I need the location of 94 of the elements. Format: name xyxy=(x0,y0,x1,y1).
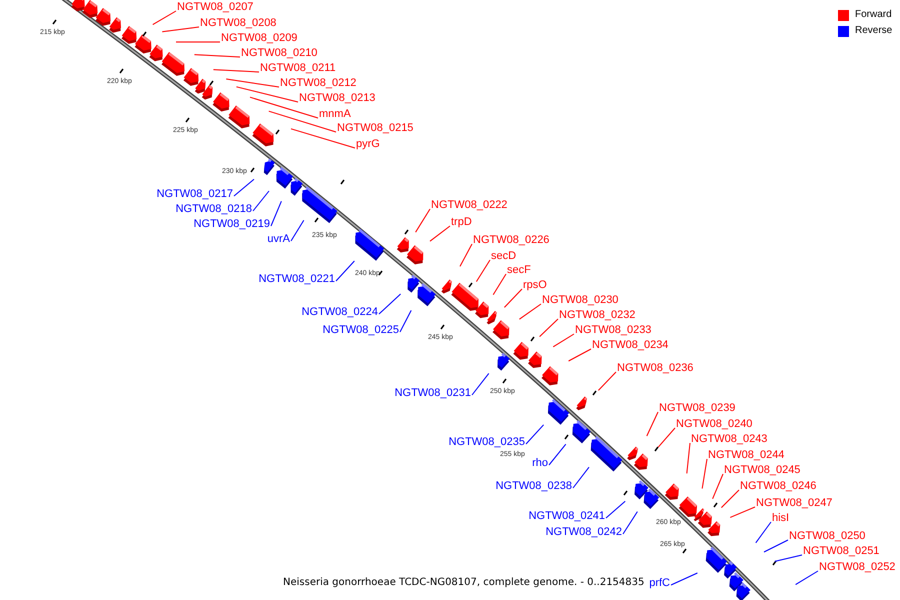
legend-label: Forward xyxy=(855,8,892,22)
leader-line xyxy=(270,200,282,226)
gene-label: NGTW08_0209 xyxy=(221,31,298,45)
leader-line xyxy=(795,570,818,586)
gene-label: NGTW08_0210 xyxy=(241,46,318,60)
leader-line xyxy=(212,69,260,72)
leader-line xyxy=(378,294,402,314)
leader-line xyxy=(336,260,355,282)
leader-line xyxy=(646,412,658,436)
leader-line xyxy=(598,372,616,391)
leader-line xyxy=(548,444,566,466)
leader-line xyxy=(290,128,356,148)
leader-line xyxy=(730,506,756,518)
leader-line xyxy=(526,424,544,444)
gene-label: NGTW08_0217 xyxy=(156,187,233,201)
leader-line xyxy=(572,466,590,488)
gene-label: mnmA xyxy=(319,107,351,121)
gene-label: NGTW08_0239 xyxy=(659,401,736,415)
gene-label: NGTW08_0245 xyxy=(724,463,800,477)
leader-line xyxy=(720,490,740,508)
leader-line xyxy=(460,244,472,267)
gene-label: NGTW08_0238 xyxy=(496,479,572,493)
gene-label: NGTW08_0242 xyxy=(546,525,622,539)
leader-line xyxy=(162,26,200,32)
gene-label: prfC xyxy=(649,576,670,590)
leader-line xyxy=(755,522,772,544)
gene-label: NGTW08_0235 xyxy=(448,435,525,449)
leader-line xyxy=(622,511,638,534)
leader-line xyxy=(504,288,522,308)
gene-label: rpsO xyxy=(523,278,547,292)
gene-label: NGTW08_0250 xyxy=(789,529,866,543)
gene-label: NGTW08_0207 xyxy=(177,0,254,14)
gene-label: NGTW08_0232 xyxy=(559,308,636,322)
leader-line xyxy=(236,86,298,102)
leader-line xyxy=(152,10,176,26)
gene-label: NGTW08_0208 xyxy=(200,16,276,30)
leader-line xyxy=(492,274,506,296)
leader-line xyxy=(226,78,280,88)
gene-label: NGTW08_0226 xyxy=(473,233,550,247)
leader-line xyxy=(764,540,788,552)
leader-line xyxy=(670,572,698,586)
gene-label: secF xyxy=(507,263,531,277)
gene-label: NGTW08_0240 xyxy=(676,417,752,431)
leader-line xyxy=(774,554,802,562)
gene-label: NGTW08_0234 xyxy=(592,338,668,352)
gene-label: trpD xyxy=(451,215,472,229)
gene-label: NGTW08_0241 xyxy=(528,509,605,523)
gene-label: NGTW08_0211 xyxy=(260,61,336,75)
leader-line xyxy=(606,500,626,518)
leader-line xyxy=(476,260,490,282)
gene-label: NGTW08_0233 xyxy=(575,323,652,337)
leader-line xyxy=(194,54,240,58)
leader-line xyxy=(472,372,490,396)
gene-label: NGTW08_0213 xyxy=(299,91,376,105)
gene-label: NGTW08_0221 xyxy=(258,272,335,286)
gene-label: NGTW08_0215 xyxy=(337,121,414,135)
gene-label: NGTW08_0218 xyxy=(176,202,252,216)
leader-line xyxy=(552,334,574,348)
gene-label: NGTW08_0251 xyxy=(803,544,880,558)
gene-label: rho xyxy=(532,456,548,470)
gene-label: NGTW08_0230 xyxy=(542,293,618,307)
leader-line xyxy=(712,474,724,500)
caption: Neisseria gonorrhoeae TCDC-NG08107, complete genome. - 0..2154835 xyxy=(283,577,644,588)
gene-label: secD xyxy=(491,249,516,263)
gene-label: NGTW08_0212 xyxy=(280,76,356,90)
gene-label: NGTW08_0244 xyxy=(708,448,784,462)
gene-label: hisI xyxy=(772,511,790,525)
gene-label: NGTW08_0252 xyxy=(819,560,896,574)
gene-label: NGTW08_0225 xyxy=(322,323,399,337)
gene-label: NGTW08_0243 xyxy=(691,432,768,446)
leader-line xyxy=(702,458,708,490)
gene-label: NGTW08_0246 xyxy=(740,479,816,493)
leader-line xyxy=(686,442,690,474)
gene-label: NGTW08_0247 xyxy=(756,496,832,510)
leader-line xyxy=(234,178,254,196)
gene-label: NGTW08_0219 xyxy=(194,217,270,231)
leader-line xyxy=(290,220,304,242)
leader-line xyxy=(415,208,430,233)
gene-label: NGTW08_0231 xyxy=(394,386,471,400)
leader-line xyxy=(568,348,592,362)
gene-label: NGTW08_0236 xyxy=(617,361,694,375)
leader-line xyxy=(518,304,542,320)
gene-label: NGTW08_0222 xyxy=(431,198,508,212)
legend-label: Reverse xyxy=(855,24,892,38)
leader-line xyxy=(252,190,270,212)
gene-label: uvrA xyxy=(267,232,290,246)
leader-line xyxy=(400,310,412,332)
leader-line xyxy=(268,110,336,132)
gene-label: pyrG xyxy=(356,137,380,151)
leader-line xyxy=(430,226,450,242)
leader-line xyxy=(250,96,318,118)
leader-line xyxy=(539,318,558,338)
leader-line xyxy=(658,428,676,448)
gene-label: NGTW08_0224 xyxy=(302,305,378,319)
